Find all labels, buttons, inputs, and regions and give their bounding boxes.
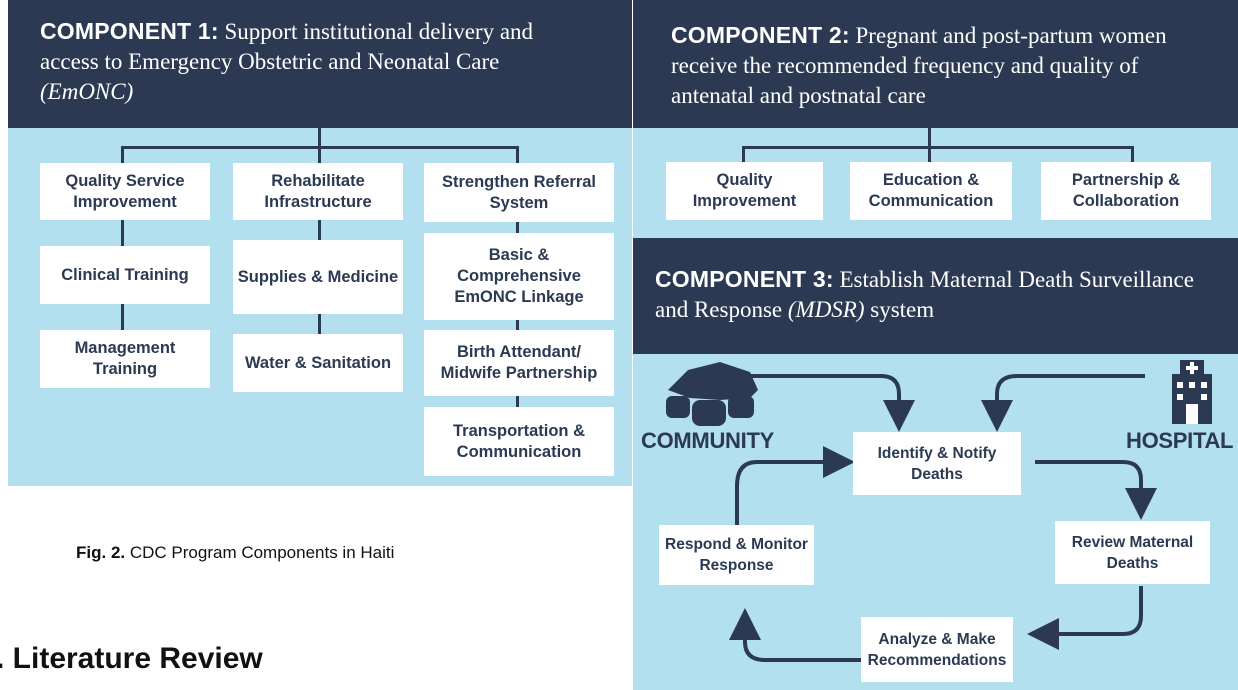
- component-3-lead: COMPONENT 3:: [655, 266, 834, 292]
- analyze-recommendations-box: Analyze & Make Recommendations: [861, 617, 1013, 682]
- partnership-collaboration-box: Partnership & Collaboration: [1041, 162, 1211, 220]
- component-1-lead: COMPONENT 1:: [40, 18, 219, 44]
- rehabilitate-infrastructure-box: Rehabilitate Infrastructure: [233, 163, 403, 220]
- strengthen-referral-box: Strengthen Referral System: [424, 163, 614, 222]
- mdsr-arrows: [729, 374, 1157, 662]
- clinical-training-box: Clinical Training: [40, 246, 210, 304]
- management-training-box: Management Training: [40, 330, 210, 388]
- hospital-icon: [1172, 360, 1212, 424]
- figure-caption: Fig. 2. CDC Program Components in Haiti: [76, 543, 394, 563]
- component-2-text: Pregnant and post-partum women receive t…: [671, 23, 1167, 108]
- caption-text: CDC Program Components in Haiti: [129, 543, 395, 562]
- caption-label: Fig. 2.: [76, 543, 126, 562]
- component-3-text: Establish Maternal Death Surveillance an…: [655, 267, 1194, 322]
- component-1-text: Support institutional delivery and acces…: [40, 19, 534, 74]
- quality-improvement-box: Quality Improvement: [666, 162, 823, 220]
- community-icon: [666, 362, 758, 426]
- review-maternal-box: Review Maternal Deaths: [1055, 521, 1210, 584]
- birth-attendant-box: Birth Attendant/ Midwife Partnership: [424, 330, 614, 396]
- component-2-lead: COMPONENT 2:: [671, 22, 850, 48]
- emonc-linkage-box: Basic & Comprehensive EmONC Linkage: [424, 233, 614, 320]
- component-2-header: COMPONENT 2: Pregnant and post-partum wo…: [633, 0, 1238, 128]
- component-3-italic: (MDSR): [787, 297, 865, 322]
- hospital-label: HOSPITAL: [1126, 428, 1234, 453]
- education-communication-box: Education & Communication: [850, 162, 1012, 220]
- respond-monitor-box: Respond & Monitor Response: [659, 525, 814, 585]
- quality-service-improvement-box: Quality Service Improvement: [40, 163, 210, 220]
- component-1-italic: (EmONC): [40, 79, 134, 104]
- identify-notify-box: Identify & Notify Deaths: [853, 432, 1021, 495]
- component-1-header: COMPONENT 1: Support institutional deliv…: [8, 0, 632, 128]
- water-sanitation-box: Water & Sanitation: [233, 334, 403, 392]
- component-3-header: COMPONENT 3: Establish Maternal Death Su…: [633, 238, 1238, 354]
- component-3-tail: system: [870, 297, 935, 322]
- section-title: . Literature Review: [0, 642, 263, 675]
- supplies-medicine-box: Supplies & Medicine: [233, 240, 403, 314]
- community-label: COMMUNITY: [641, 428, 774, 453]
- transportation-box: Transportation & Communication: [424, 407, 614, 476]
